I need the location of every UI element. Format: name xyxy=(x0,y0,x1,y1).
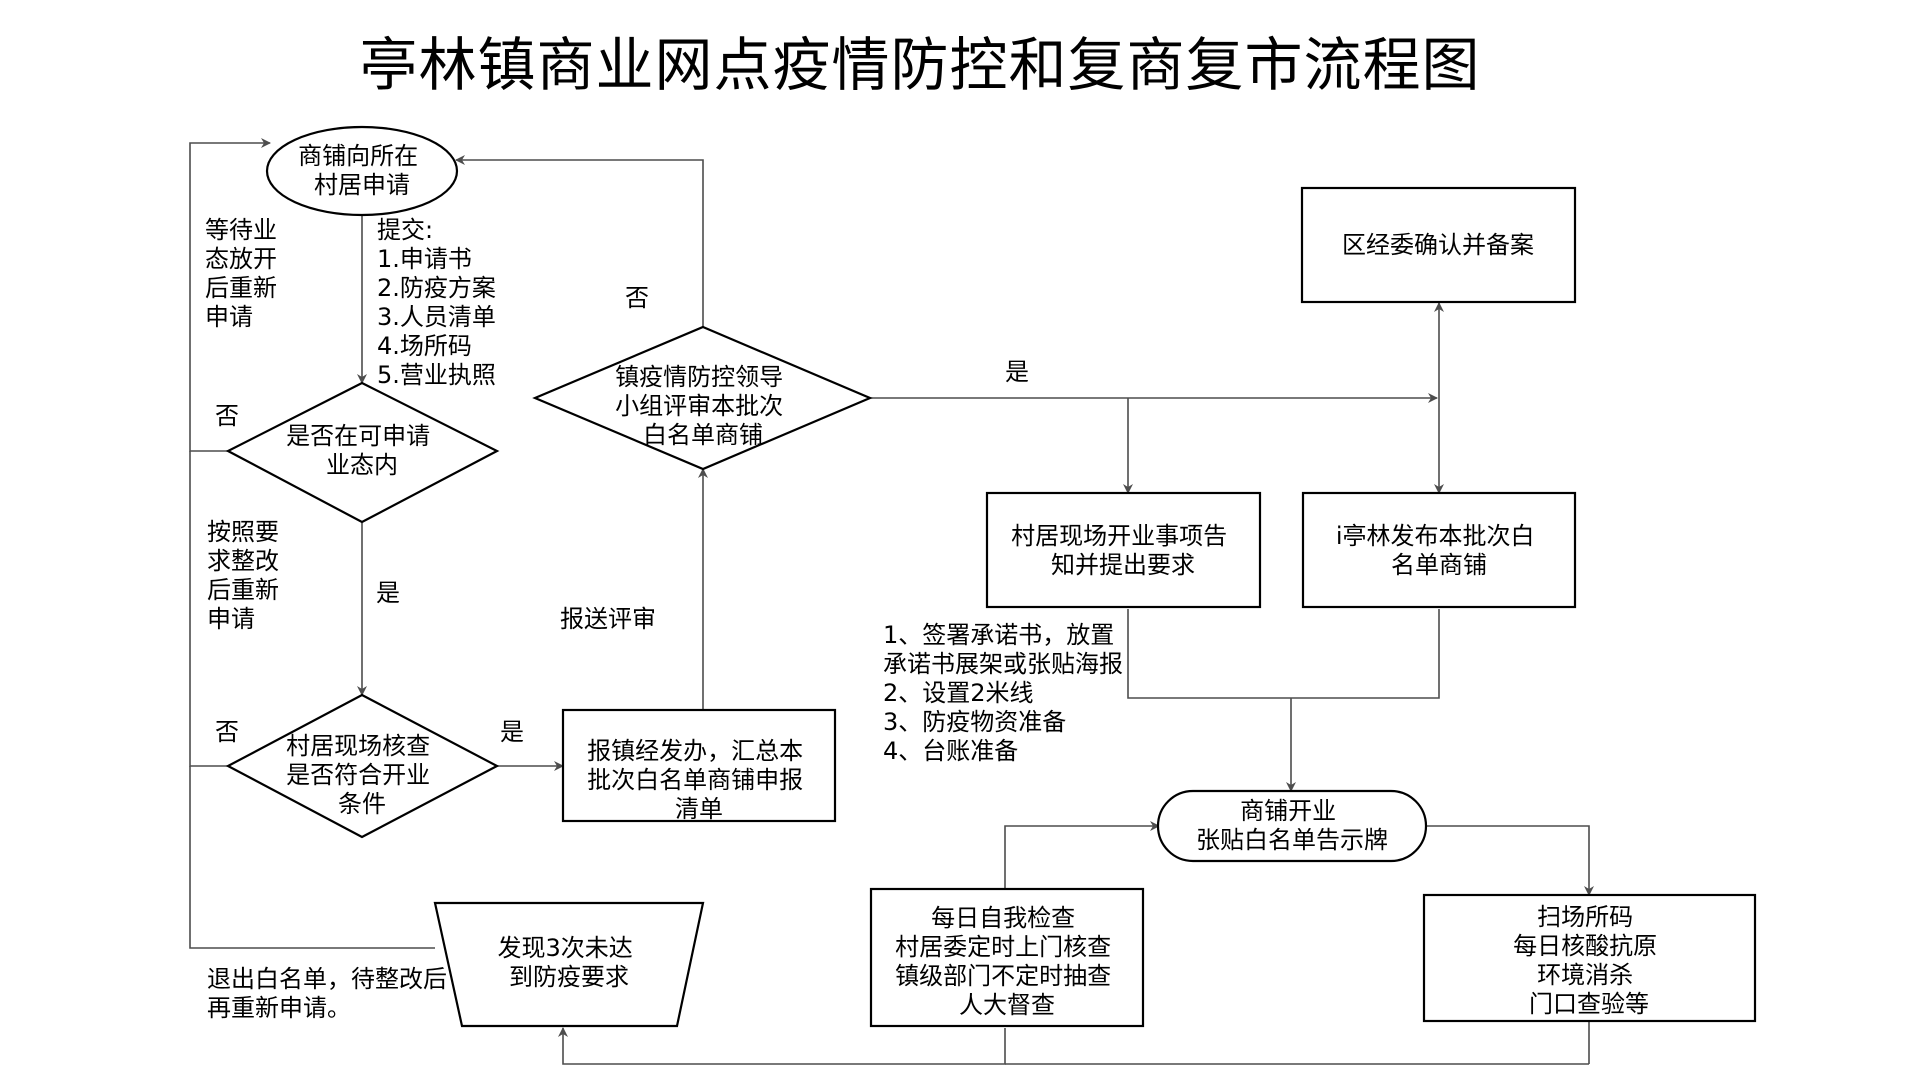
label-yes-check: 是 xyxy=(500,718,524,746)
open-terminal xyxy=(1156,789,1428,863)
label-submit-review: 报送评审 xyxy=(560,605,656,633)
submit-note: 提交: 1.申请书 2.防疫方案 3.人员清单 4.场所码 5.营业执照 xyxy=(377,216,504,389)
check-decision-diamond xyxy=(225,693,500,839)
label-yes-scope: 是 xyxy=(376,579,400,607)
arrow-violation-exit xyxy=(189,766,435,949)
merge-line xyxy=(1127,609,1440,699)
report-box xyxy=(561,708,837,823)
arrow-scope-no-to-apply xyxy=(189,138,271,452)
scan-text: 扫场所码 每日核酸抗原 环境消杀 门口查验等 xyxy=(1513,903,1665,1018)
daily-check-text: 每日自我检查 村居委定时上门核查 镇级部门不定时抽查 人大督查 xyxy=(895,904,1119,1019)
report-text: 报镇经发办，汇总本 批次白名单商铺申报 清单 xyxy=(587,737,811,823)
daily-check-box xyxy=(869,887,1145,1028)
scan-box xyxy=(1422,893,1757,1023)
label-no-review: 否 xyxy=(625,284,649,312)
connectors xyxy=(189,138,1594,1065)
arrow-open-to-scan xyxy=(1426,825,1594,896)
apply-oval xyxy=(265,125,459,217)
rectify-note: 按照要 求整改 后重新 申请 xyxy=(207,518,287,633)
apply-text: 商铺向所在 村居申请 xyxy=(298,142,426,199)
review-text: 镇疫情防控领导 小组评审本批次 白名单商铺 xyxy=(615,363,791,449)
open-text: 商铺开业 张贴白名单告示牌 xyxy=(1196,797,1388,854)
scope-decision-diamond xyxy=(225,381,500,524)
check-text: 村居现场核查 是否符合开业 条件 xyxy=(286,732,438,818)
arrow-daily-to-open xyxy=(1004,821,1160,889)
page-title: 亭林镇商业网点疫情防控和复商复市流程图 xyxy=(359,31,1481,99)
label-yes-review: 是 xyxy=(1005,358,1029,386)
exit-note: 退出白名单，待整改后 再重新申请。 xyxy=(207,965,455,1022)
arrow-to-violation xyxy=(558,1027,1006,1065)
label-no-scope: 否 xyxy=(215,402,239,430)
violation-trapezoid xyxy=(433,901,705,1028)
wait-note: 等待业 态放开 后重新 申请 xyxy=(205,216,285,331)
village-notice-box xyxy=(985,491,1262,609)
district-confirm-box xyxy=(1300,186,1577,304)
requirements-note: 1、签署承诺书，放置 承诺书展架或张贴海报 2、设置2米线 3、防疫物资准备 4… xyxy=(883,621,1131,765)
label-no-check: 否 xyxy=(215,718,239,746)
ipublish-text: i亭林发布本批次白 名单商铺 xyxy=(1336,522,1542,579)
scope-text: 是否在可申请 业态内 xyxy=(286,422,438,479)
ipublish-box xyxy=(1301,491,1577,609)
violation-text: 发现3次未达 到防疫要求 xyxy=(498,934,641,991)
arrow-review-no-to-apply xyxy=(455,155,704,327)
district-confirm-text: 区经委确认并备案 xyxy=(1342,231,1534,259)
review-decision-diamond xyxy=(532,325,873,471)
village-notice-text: 村居现场开业事项告 知并提出要求 xyxy=(1011,522,1235,579)
